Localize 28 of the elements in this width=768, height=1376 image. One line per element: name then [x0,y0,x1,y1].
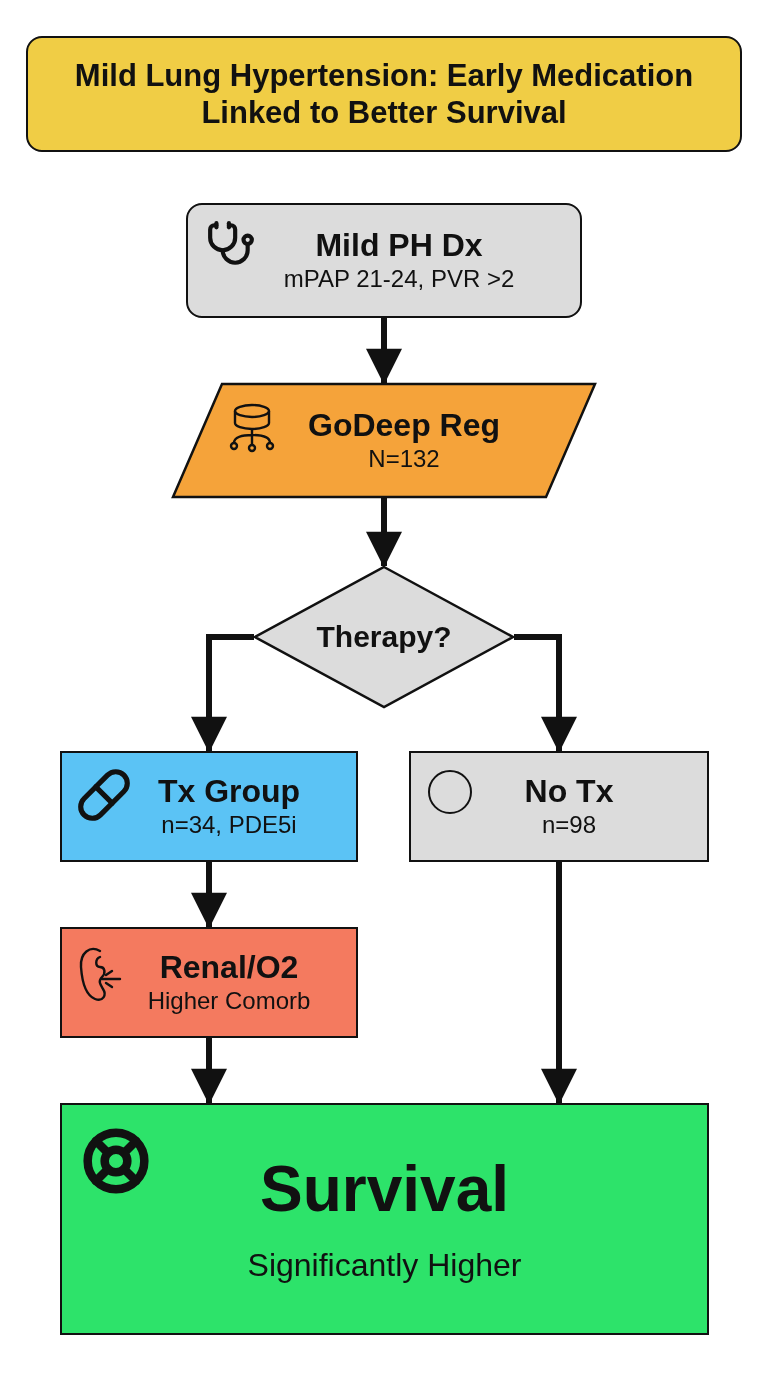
process-box [60,751,358,862]
arrow [366,318,402,385]
node-detail: Higher Comorb [147,985,311,1016]
node-title: Survival [260,1153,509,1227]
data-parallelogram [172,383,596,498]
arrow [514,634,577,753]
process-box [60,927,358,1038]
node-title: Renal/O2 [159,949,299,986]
node-detail: mPAP 21-24, PVR >2 [283,263,515,294]
process-box [186,203,582,318]
arrow [541,862,577,1105]
node-title: Therapy? [316,619,452,655]
node-detail: Significantly Higher [247,1245,522,1285]
node-title: GoDeep Reg [308,407,500,444]
node-detail: N=132 [368,443,440,474]
node-title: Mild PH Dx [315,227,483,264]
arrow [366,498,402,568]
node-detail: n=98 [541,809,597,840]
arrow [191,862,227,929]
process-box [60,1103,709,1335]
arrow [191,634,254,753]
arrow [191,1038,227,1105]
node-detail: n=34, PDE5i [161,809,297,840]
node-title: No Tx [524,773,614,810]
process-box [409,751,709,862]
node-title: Tx Group [157,773,301,810]
title-banner: Mild Lung Hypertension: Early Medication Linked to Better Survival [26,36,742,152]
decision-diamond [254,566,514,708]
